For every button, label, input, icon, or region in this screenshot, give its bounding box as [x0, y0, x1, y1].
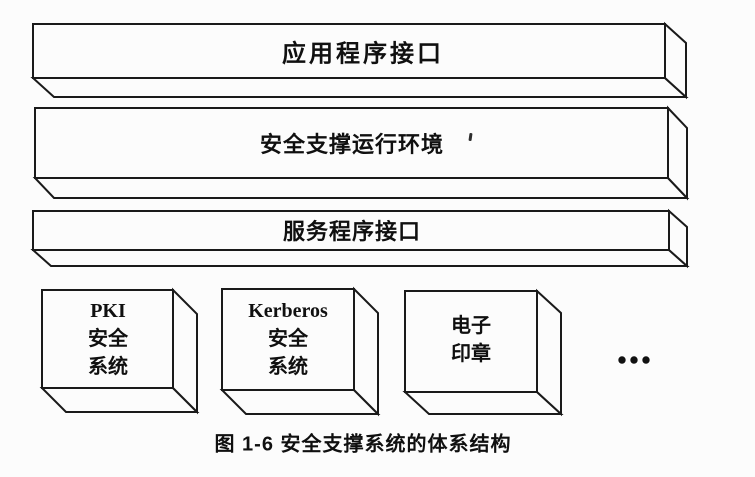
kerberos-module-line-3: 系统	[267, 356, 308, 378]
pki-module-line-2: 安全	[88, 328, 128, 350]
box-front-face	[34, 107, 669, 179]
pki-module-box	[39, 287, 200, 415]
application-interface-layer-box	[30, 21, 689, 100]
electronic-seal-module-label: 电子 印章	[451, 312, 491, 368]
security-runtime-layer-label: 安全支撑运行环境	[259, 132, 445, 157]
service-interface-layer-label: 服务程序接口	[282, 219, 422, 244]
box-bottom-face	[219, 389, 381, 415]
pki-module-line-1: PKI	[90, 300, 126, 322]
box-bottom-face	[402, 391, 564, 415]
electronic-seal-line-1: 电子	[451, 315, 491, 337]
box-bottom-face	[30, 249, 690, 267]
electronic-seal-line-2: 印章	[451, 343, 491, 365]
box-front-face	[404, 290, 538, 393]
figure-caption: 图 1-6 安全支撑系统的体系结构	[214, 433, 512, 456]
more-modules-ellipsis-icon	[618, 356, 650, 364]
kerberos-module-box	[219, 286, 381, 417]
pki-module-label: PKI 安全 系统	[88, 297, 128, 381]
box-bottom-face	[30, 77, 689, 98]
pki-module-line-3: 系统	[88, 356, 128, 378]
kerberos-module-label: Kerberos 安全 系统	[248, 297, 328, 381]
application-interface-layer-label: 应用程序接口	[282, 40, 444, 68]
box-bottom-face	[39, 387, 200, 413]
box-bottom-face	[32, 177, 690, 199]
security-runtime-layer-box	[32, 105, 690, 201]
box-front-face	[221, 288, 355, 391]
kerberos-module-line-2: 安全	[267, 328, 308, 350]
box-front-face	[32, 23, 666, 79]
box-right-face	[536, 288, 562, 417]
box-front-face	[41, 289, 174, 389]
box-front-face	[32, 210, 670, 251]
kerberos-module-line-1: Kerberos	[248, 300, 328, 322]
electronic-seal-module-box	[402, 288, 564, 417]
service-interface-layer-box	[30, 208, 690, 269]
